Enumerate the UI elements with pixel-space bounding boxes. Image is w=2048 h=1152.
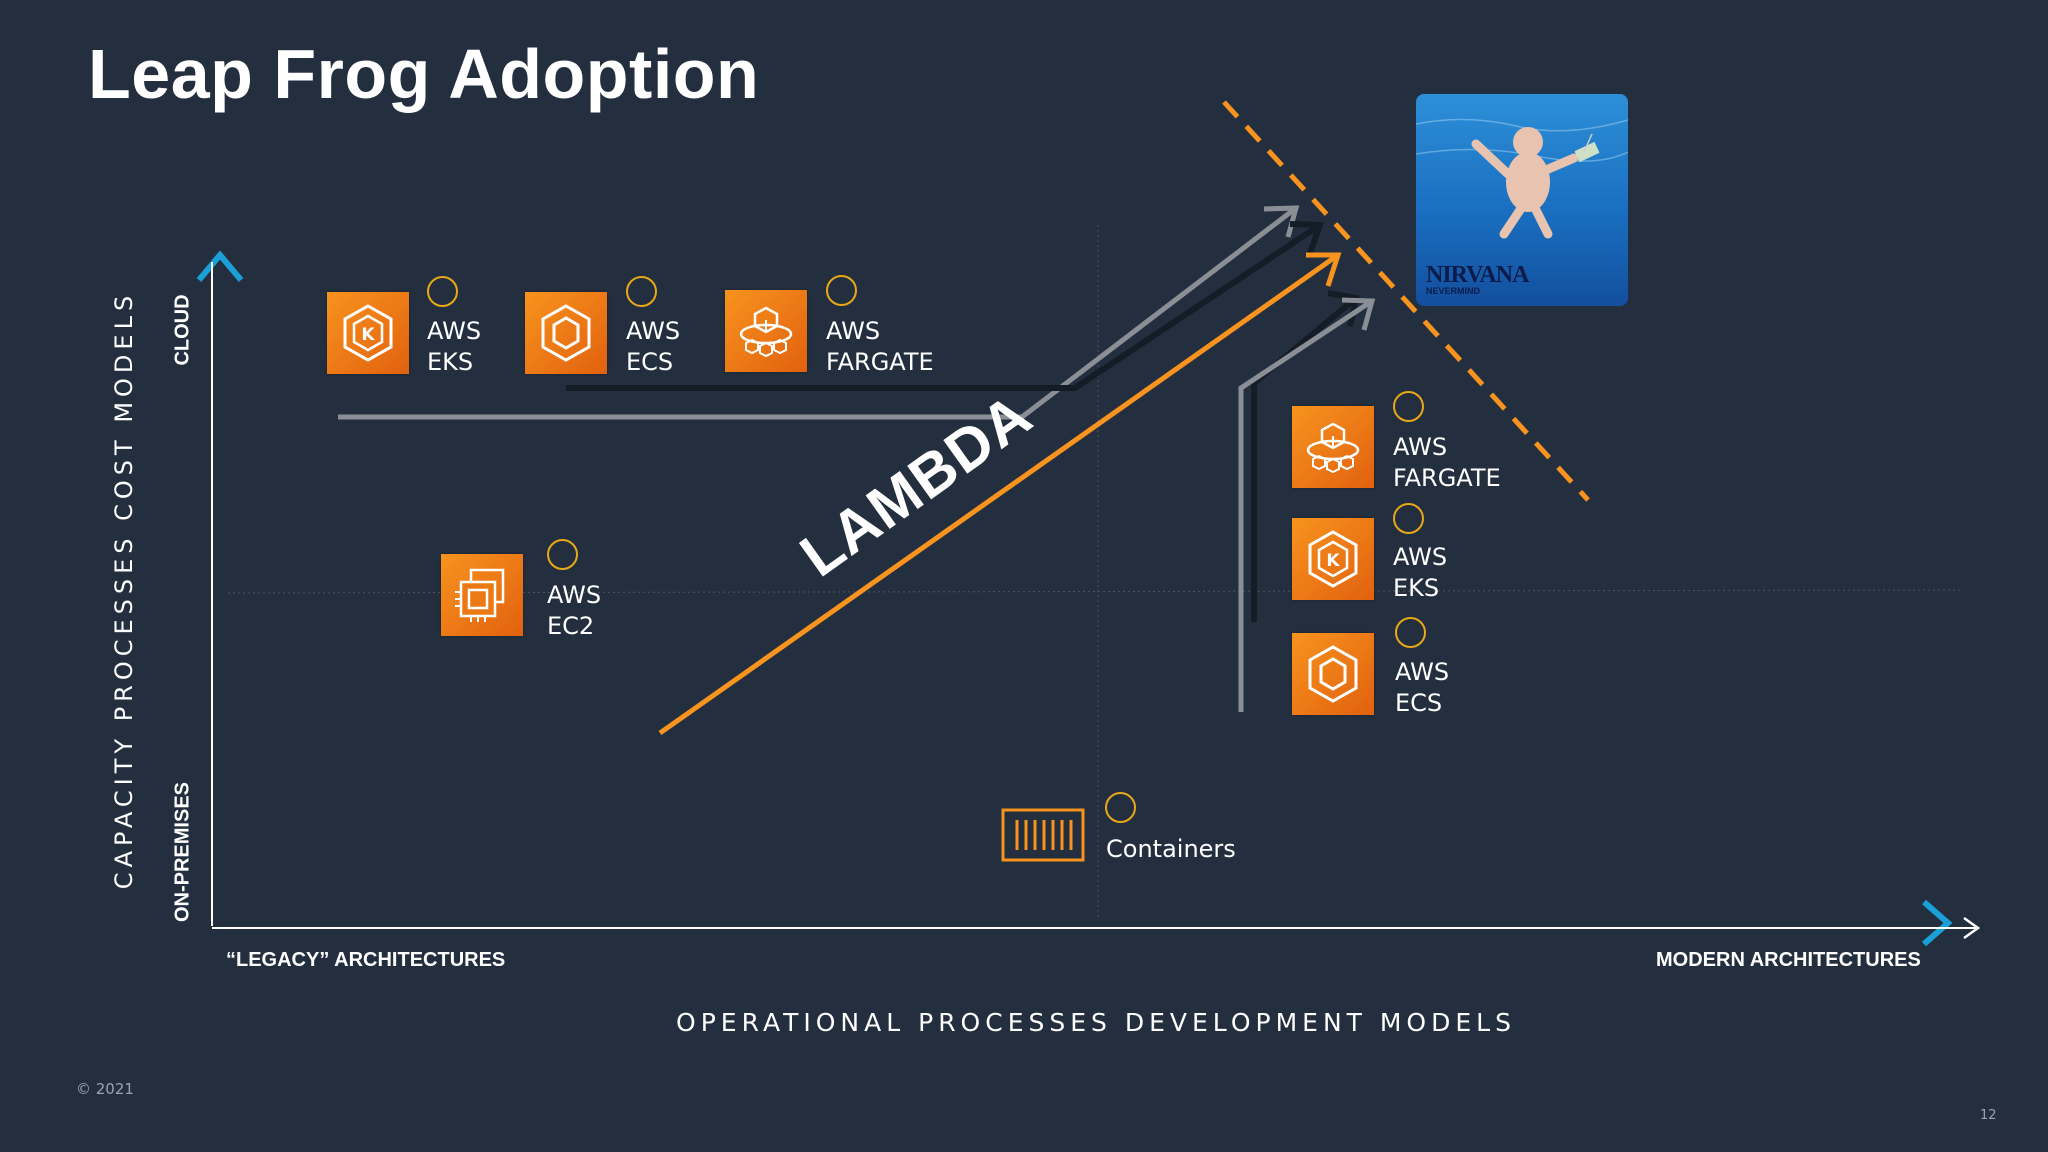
eks-icon: K (1292, 518, 1374, 600)
dark-arrow-right (1251, 295, 1358, 622)
leap-boundary-line (1222, 100, 1590, 502)
svg-text:K: K (361, 325, 375, 345)
dark-arrow-line (566, 222, 1322, 391)
status-ring (626, 276, 657, 307)
x-axis-right-label: MODERN ARCHITECTURES (1656, 949, 1921, 971)
copyright: © 2021 (76, 1080, 134, 1098)
gray-arrow-line (338, 206, 1298, 420)
gray-arrow-right-head (1341, 297, 1376, 331)
status-ring (1105, 792, 1136, 823)
containers-label: Containers (1106, 835, 1236, 863)
guide-horizontal (227, 589, 1961, 594)
page-number: 12 (1980, 1108, 1997, 1123)
y-axis-bottom-label: ON-PREMISES (171, 781, 194, 923)
ecs-icon (1292, 633, 1374, 715)
x-axis-title: OPERATIONAL PROCESSES DEVELOPMENT MODELS (676, 1008, 1516, 1037)
album-title: NIRVANA (1426, 262, 1529, 288)
y-axis-title: CAPACITY PROCESSES COST MODELS (110, 290, 138, 890)
status-ring (427, 276, 458, 307)
status-ring (1393, 391, 1424, 422)
x-axis-arrowhead (1922, 899, 1953, 947)
gray-arrow-head (1263, 205, 1300, 238)
y-axis-top-label: CLOUD (171, 294, 194, 366)
dark-arrow-head (1289, 221, 1325, 255)
fargate-icon (725, 290, 807, 372)
lambda-arrow-head (1306, 252, 1342, 287)
y-axis-arrowhead (196, 250, 244, 282)
status-ring (547, 539, 578, 570)
ec2-icon (441, 554, 523, 636)
album-subtitle: NEVERMIND (1426, 286, 1481, 296)
fargate-icon (1292, 406, 1374, 488)
lambda-arrow-line (658, 252, 1340, 736)
status-ring (826, 275, 857, 306)
x-axis-left-label: “LEGACY” ARCHITECTURES (226, 949, 506, 971)
x-axis-edge-arrowhead (1963, 916, 1981, 940)
eks-icon: K (327, 292, 409, 374)
gray-arrow-right (1238, 298, 1374, 712)
container-icon (1001, 808, 1085, 862)
status-ring (1395, 617, 1426, 648)
ecs-icon (525, 292, 607, 374)
slide-title: Leap Frog Adoption (88, 35, 760, 113)
album-cover-image (1416, 94, 1628, 306)
status-ring (1393, 503, 1424, 534)
svg-text:K: K (1326, 551, 1340, 571)
